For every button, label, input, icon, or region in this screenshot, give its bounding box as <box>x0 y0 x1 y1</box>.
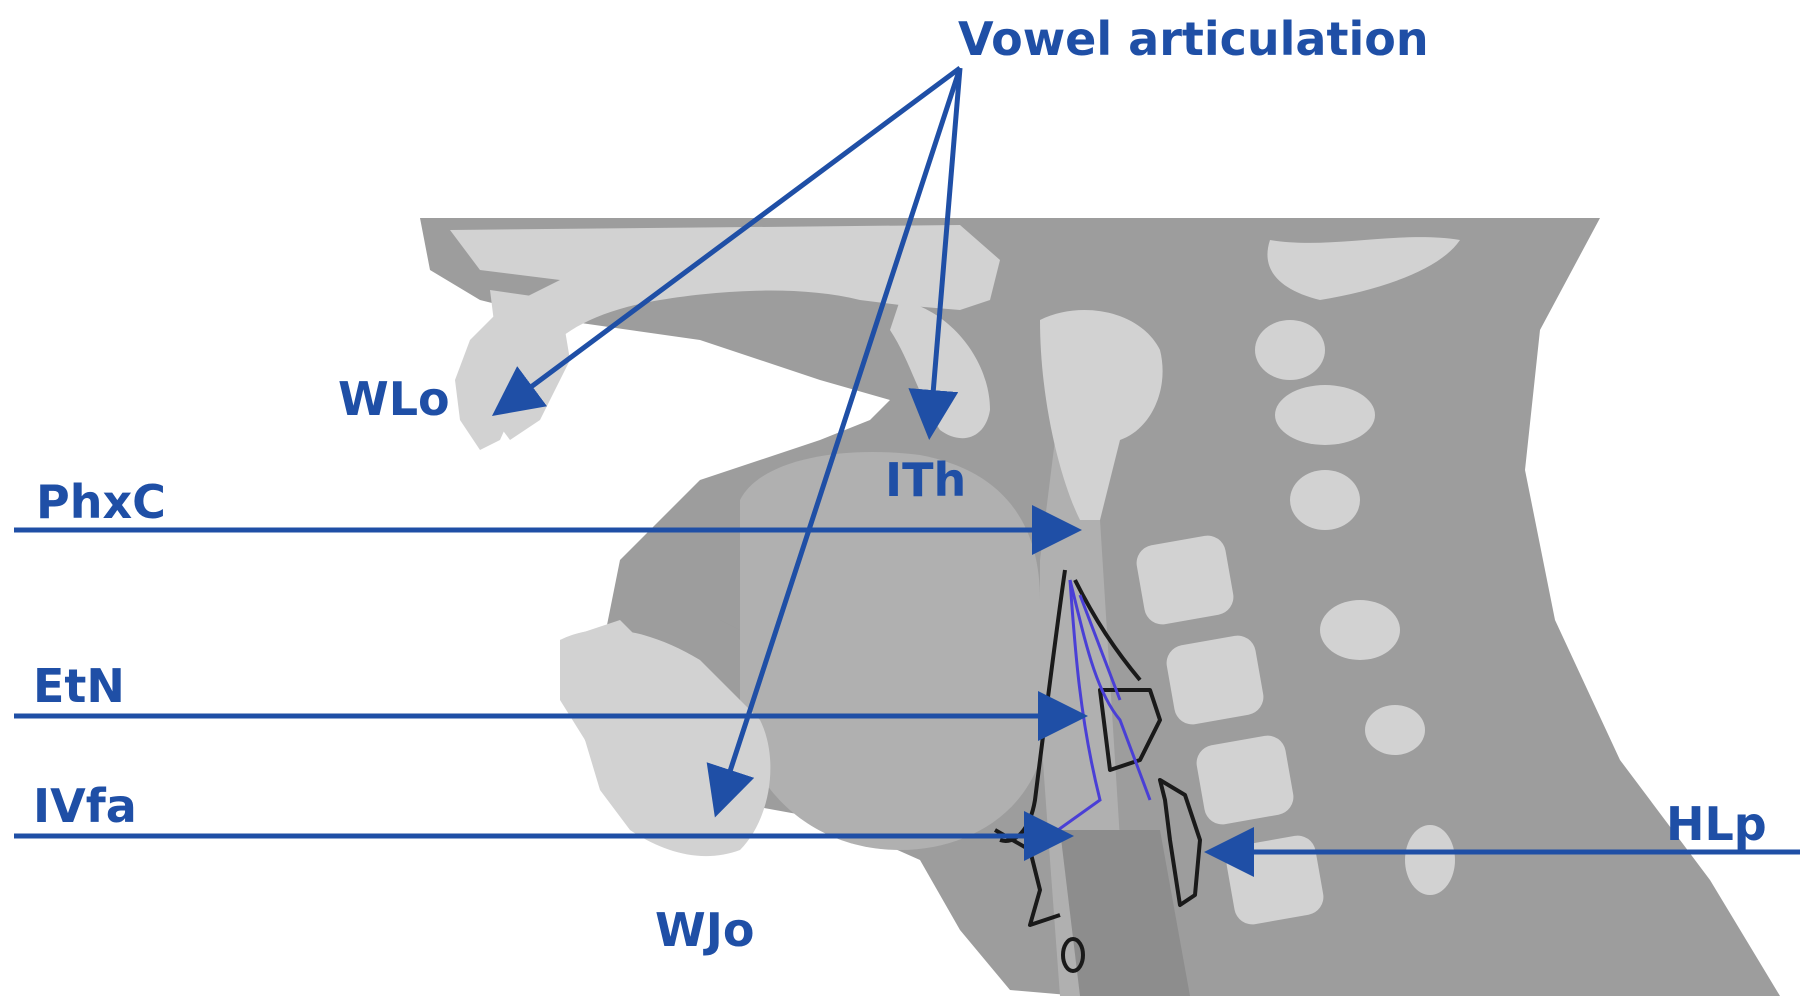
label-wlo: WLo <box>338 372 450 426</box>
label-ivfa: IVfa <box>33 779 137 833</box>
label-hlp: HLp <box>1666 797 1767 851</box>
head-neck-silhouette <box>420 218 1780 996</box>
label-vowel-articulation: Vowel articulation <box>958 12 1429 66</box>
label-phxc: PhxC <box>36 475 166 529</box>
label-ith: ITh <box>885 453 966 507</box>
tongue <box>740 452 1040 850</box>
label-etn: EtN <box>33 659 125 713</box>
label-wjo: WJo <box>655 903 754 957</box>
